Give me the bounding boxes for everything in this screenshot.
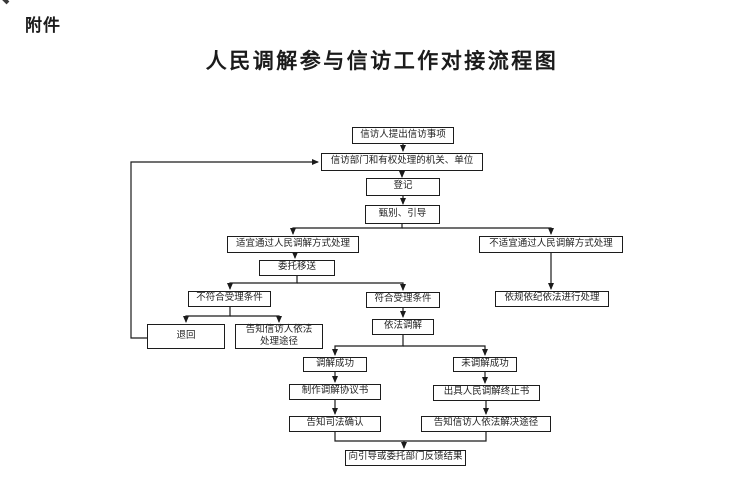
flow-node-screen-guide: 甄别、引导 [365, 205, 440, 224]
flow-node-inform-resolution-channels: 告知信访人依法解决途径 [421, 416, 551, 432]
flow-node-mediation-success: 调解成功 [303, 357, 367, 372]
flow-node-handle-by-rules: 依规依纪依法进行处理 [495, 291, 609, 307]
edge-notmeet-to-return [183, 307, 231, 323]
scan-artifact-mark [0, 0, 10, 5]
flow-node-feedback-results: 向引导或委托部门反馈结果 [345, 450, 466, 466]
flow-node-unsuitable-mediation: 不适宜通过人民调解方式处理 [479, 236, 623, 253]
edge-entrust-to-meet [297, 282, 406, 291]
flow-node-meet-conditions: 符合受理条件 [366, 292, 440, 308]
flow-node-mediation-failure: 未调解成功 [453, 357, 517, 372]
flow-node-not-meet-conditions: 不符合受理条件 [188, 291, 271, 307]
flow-node-suitable-mediation: 适宜通过人民调解方式处理 [227, 236, 359, 253]
flow-node-make-agreement: 制作调解协议书 [289, 384, 381, 400]
flow-node-inform-legal-channels: 告知信访人依法 处理途径 [235, 324, 323, 349]
flow-node-petition-submitted: 信访人提出信访事项 [352, 127, 454, 144]
flow-node-return: 退回 [147, 324, 225, 349]
edge-merge-bottom [334, 432, 487, 442]
edge-mediate-to-success [332, 335, 404, 356]
flow-node-issue-termination: 出具人民调解终止书 [433, 385, 540, 401]
edge-screen-to-unsuitable [402, 227, 554, 235]
edge-screen-to-suitable [290, 224, 403, 235]
edge-notmeet-to-inform [230, 315, 282, 323]
flow-node-entrust-transfer: 委托移送 [259, 260, 335, 276]
flow-node-mediate-by-law: 依法调解 [372, 319, 434, 335]
page-title: 人民调解参与信访工作对接流程图 [205, 49, 559, 73]
edge-mediate-to-failure [403, 345, 488, 356]
flow-node-inform-judicial-confirmation: 告知司法确认 [289, 416, 381, 432]
flow-node-petition-departments: 信访部门和有权处理的机关、单位 [321, 153, 483, 171]
flow-node-register: 登记 [366, 178, 440, 196]
edge-entrust-to-notmeet [227, 276, 298, 290]
attachment-label: 附件 [25, 16, 61, 35]
